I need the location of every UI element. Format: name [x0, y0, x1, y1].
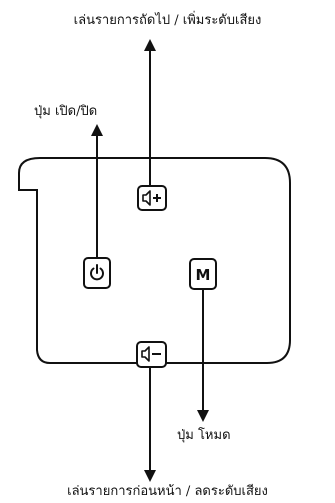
power-icon — [90, 264, 104, 281]
volume-down-button[interactable] — [136, 341, 167, 368]
speaker-plus-icon — [142, 190, 161, 206]
label-mode-button: ปุ่ม โหมด — [177, 428, 231, 443]
label-prev-volume-down: เล่นรายการก่อนหน้า / ลดระดับเสียง — [67, 484, 268, 499]
power-button[interactable] — [83, 257, 111, 289]
label-power-button: ปุ่ม เปิด/ปิด — [34, 104, 98, 119]
speaker-minus-icon — [141, 346, 161, 362]
volume-up-button[interactable] — [137, 185, 167, 211]
mode-button-letter: M — [196, 266, 211, 284]
device-body — [18, 157, 291, 364]
label-next-volume-up: เล่นรายการถัดไป / เพิ่มระดับเสียง — [73, 13, 262, 28]
mode-button[interactable]: M — [189, 258, 217, 290]
